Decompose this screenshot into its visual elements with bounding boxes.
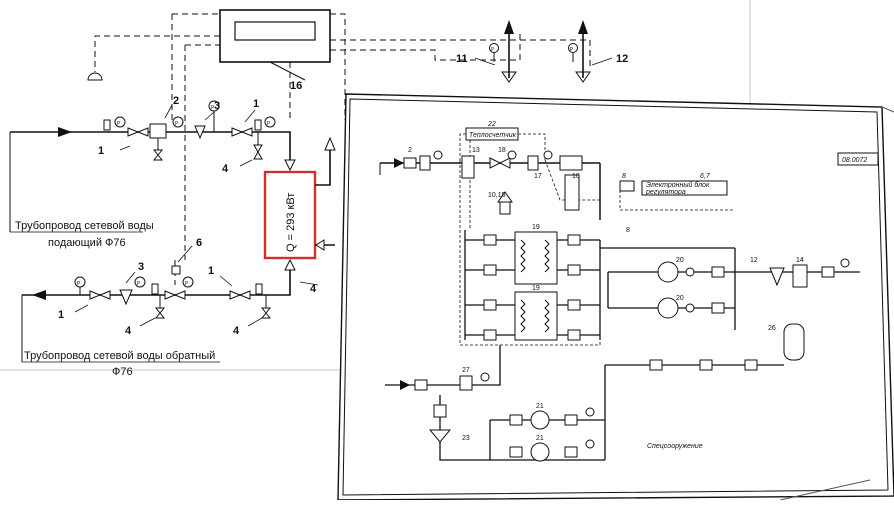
s2-label-23: 23: [462, 435, 470, 442]
gauge-p-1: P: [117, 121, 121, 127]
label-1-return-right: 1: [208, 265, 214, 277]
gauge-p-7: P: [185, 281, 189, 287]
s2-label-19-upper: 19: [532, 224, 540, 231]
return-pipe-label-line1: Трубопровод сетевой воды обратный: [24, 350, 215, 362]
s2-label-19-lower: 19: [532, 285, 540, 292]
label-1-supply-right: 1: [253, 98, 259, 110]
gauge-p-5: P: [77, 281, 81, 287]
drawing-code: 08.0072: [842, 157, 867, 164]
sheet-heat-node-scheme: 16 P P 11: [0, 0, 751, 378]
sheet-detailed-scheme: 08.0072 Теплосчетчик 22 Электронный блок…: [337, 93, 894, 501]
s2-label-10: 10: [572, 173, 580, 180]
gauge-p-12: P: [570, 47, 574, 53]
label-16: 16: [290, 80, 302, 92]
s2-label-20-upper: 20: [676, 257, 684, 264]
s2-label-12: 12: [750, 257, 758, 264]
special-structure-label: Спецсооружение: [647, 443, 703, 450]
s2-label-2: 2: [408, 147, 412, 154]
supply-pipe-label-line1: Трубопровод сетевой воды: [15, 220, 154, 232]
return-gauge-letters: P P P: [77, 281, 189, 287]
label-4-supply: 4: [222, 163, 229, 175]
s2-label-21-lower: 21: [536, 435, 544, 442]
s2-label-20-lower: 20: [676, 295, 684, 302]
regulator-box: [641, 180, 728, 196]
supply-pipe-label-line2: подающий Ф76: [48, 237, 126, 249]
regulator-number: 6,7: [700, 173, 711, 180]
s2-label-13: 13: [472, 147, 480, 154]
box-8-number: 8: [622, 173, 626, 180]
return-pipe-label-line2: Ф76: [112, 366, 133, 378]
plate-exchanger-lower: [514, 291, 558, 341]
controller-box: [219, 9, 331, 63]
return-pipe: [22, 262, 291, 296]
label-11: 11: [456, 53, 468, 65]
supply-gauge-letters: P P P P: [117, 105, 271, 127]
gauge-p-4: P: [267, 121, 271, 127]
drawing-code-box: [837, 152, 879, 166]
s2-label-21-upper: 21: [536, 403, 544, 410]
label-1-return-left: 1: [58, 309, 64, 321]
label-1-supply-left: 1: [98, 145, 104, 157]
label-4-return-left: 4: [125, 325, 132, 337]
gauge-p-3: P: [211, 105, 215, 111]
s2-label-27: 27: [462, 367, 470, 374]
label-6: 6: [196, 237, 202, 249]
gauge-p-11: P: [491, 47, 495, 53]
s2-label-26: 26: [768, 325, 776, 332]
label-4-exchanger: 4: [310, 283, 317, 295]
regulator-label-line2: регулятора: [645, 189, 686, 196]
heat-load-label: Q = 293 кВт: [285, 193, 297, 252]
heat-exchanger-highlight: [263, 170, 317, 260]
gauge-p-6: P: [137, 281, 141, 287]
s2-label-10-15: 10,15: [488, 192, 506, 199]
label-4-return-right: 4: [233, 325, 240, 337]
gauge-p-2: P: [175, 121, 179, 127]
s2-label-14: 14: [796, 257, 804, 264]
s2-label-17: 17: [534, 173, 542, 180]
label-12: 12: [616, 53, 628, 65]
s2-label-18: 18: [498, 147, 506, 154]
label-3-return: 3: [138, 261, 144, 273]
heat-meter-label: Теплосчетчик: [469, 132, 517, 139]
label-2: 2: [173, 95, 179, 107]
heat-meter-number: 22: [487, 121, 496, 128]
s2-label-8: 8: [626, 227, 630, 234]
label-3-supply: 3: [214, 100, 220, 112]
box-8: [619, 180, 635, 192]
regulator-label-line1: Электронный блок: [646, 181, 710, 189]
expansion-tank: [783, 323, 805, 361]
front-sheet-paper: [337, 93, 894, 501]
controller-display: [234, 21, 316, 41]
